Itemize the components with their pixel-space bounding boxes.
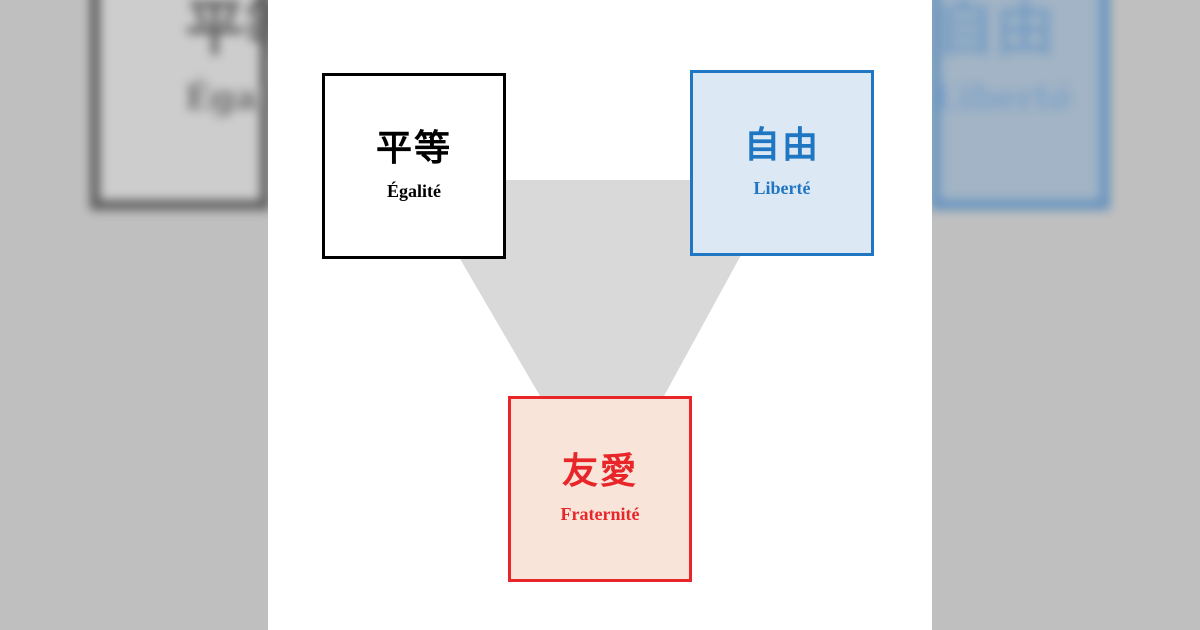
node-fraternite-latin: Fraternité [560,503,640,524]
node-liberte-kanji: 自由 [743,124,820,166]
node-fraternite: 友愛 Fraternité [508,396,692,582]
diagram-panel: 平等 Égalité 自由 Liberté 友愛 Fraternité [268,0,932,630]
background-box-left [90,0,270,210]
node-egalite-latin: Égalité [387,180,441,201]
background-box-right [930,0,1110,210]
node-fraternite-kanji: 友愛 [561,450,638,492]
background-latin-right: Liberté [935,78,1073,118]
node-egalite: 平等 Égalité [322,73,506,259]
node-liberte: 自由 Liberté [690,70,874,256]
node-liberte-latin: Liberté [753,177,811,198]
node-egalite-kanji: 平等 [375,127,452,169]
background-kanji-right: 自由 [935,0,1055,64]
